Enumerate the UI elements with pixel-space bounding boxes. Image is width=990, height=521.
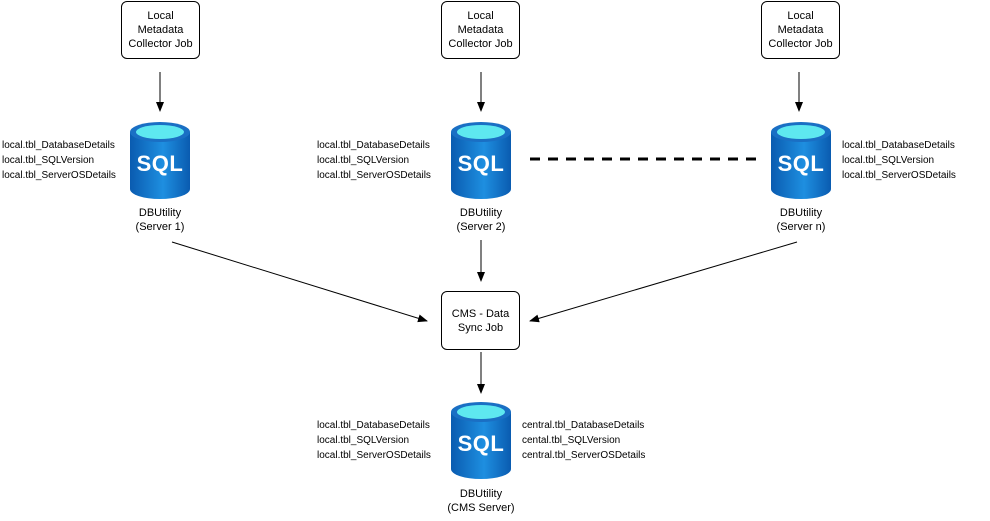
cms-server-caption: DBUtility (CMS Server) [421, 487, 541, 515]
server-name: (Server n) [776, 221, 826, 233]
table-name: local.tbl_SQLVersion [317, 435, 410, 446]
local-metadata-collector-job-n[interactable]: Local Metadata Collector Job [761, 1, 840, 59]
job-label-line: Collector Job [448, 38, 513, 50]
server-name: (CMS Server) [447, 502, 515, 514]
cms-local-table-list: local.tbl_DatabaseDetails local.tbl_SQLV… [317, 418, 431, 463]
sql-icon-text: SQL [777, 151, 825, 176]
db-name: DBUtility [138, 207, 182, 219]
server-1-table-list: local.tbl_DatabaseDetails local.tbl_SQLV… [2, 138, 116, 183]
table-name: local.tbl_DatabaseDetails [2, 140, 115, 151]
cms-central-table-list: central.tbl_DatabaseDetails cental.tbl_S… [522, 418, 645, 463]
job-label-line: Local [147, 10, 174, 22]
table-name: local.tbl_ServerOSDetails [2, 170, 116, 181]
cms-data-sync-job[interactable]: CMS - Data Sync Job [441, 291, 520, 350]
sql-database-icon-cms-server: SQL [450, 401, 512, 481]
table-name: local.tbl_ServerOSDetails [317, 170, 431, 181]
table-name: local.tbl_DatabaseDetails [317, 140, 430, 151]
job-label-line: CMS - Data [451, 307, 510, 320]
table-name: local.tbl_SQLVersion [2, 155, 95, 166]
job-label-line: Metadata [457, 24, 504, 36]
job-label-line: Metadata [777, 24, 824, 36]
table-name: cental.tbl_SQLVersion [522, 435, 621, 446]
sql-database-icon-server-n: SQL [770, 121, 832, 201]
db-name: DBUtility [459, 488, 503, 500]
sql-icon-text: SQL [136, 151, 184, 176]
arrow-server1-to-cms-job [171, 241, 428, 323]
job-label-line: Collector Job [128, 38, 193, 50]
server-name: (Server 2) [456, 221, 506, 233]
server-2-table-list: local.tbl_DatabaseDetails local.tbl_SQLV… [317, 138, 431, 183]
sql-icon-text: SQL [457, 151, 505, 176]
server-n-table-list: local.tbl_DatabaseDetails local.tbl_SQLV… [842, 138, 956, 183]
table-name: local.tbl_DatabaseDetails [842, 140, 955, 151]
sql-icon-text: SQL [457, 431, 505, 456]
server-n-caption: DBUtility (Server n) [741, 206, 861, 234]
job-label-line: Metadata [137, 24, 184, 36]
server-2-caption: DBUtility (Server 2) [421, 206, 541, 234]
table-name: local.tbl_ServerOSDetails [317, 450, 431, 461]
job-label-line: Local [467, 10, 494, 22]
arrow-servern-to-cms-job [529, 241, 798, 323]
sql-database-icon-server-2: SQL [450, 121, 512, 201]
table-name: local.tbl_SQLVersion [317, 155, 410, 166]
table-name: central.tbl_DatabaseDetails [522, 420, 645, 431]
job-label-line: Local [787, 10, 814, 22]
table-name: central.tbl_ServerOSDetails [522, 450, 646, 461]
job-label-line: Collector Job [768, 38, 833, 50]
local-metadata-collector-job-1[interactable]: Local Metadata Collector Job [121, 1, 200, 59]
server-1-caption: DBUtility (Server 1) [100, 206, 220, 234]
table-name: local.tbl_ServerOSDetails [842, 170, 956, 181]
table-name: local.tbl_DatabaseDetails [317, 420, 430, 431]
job-label-line: Sync Job [457, 321, 504, 334]
db-name: DBUtility [459, 207, 503, 219]
db-name: DBUtility [779, 207, 823, 219]
local-metadata-collector-job-2[interactable]: Local Metadata Collector Job [441, 1, 520, 59]
server-name: (Server 1) [135, 221, 185, 233]
table-name: local.tbl_SQLVersion [842, 155, 935, 166]
sql-database-icon-server-1: SQL [129, 121, 191, 201]
